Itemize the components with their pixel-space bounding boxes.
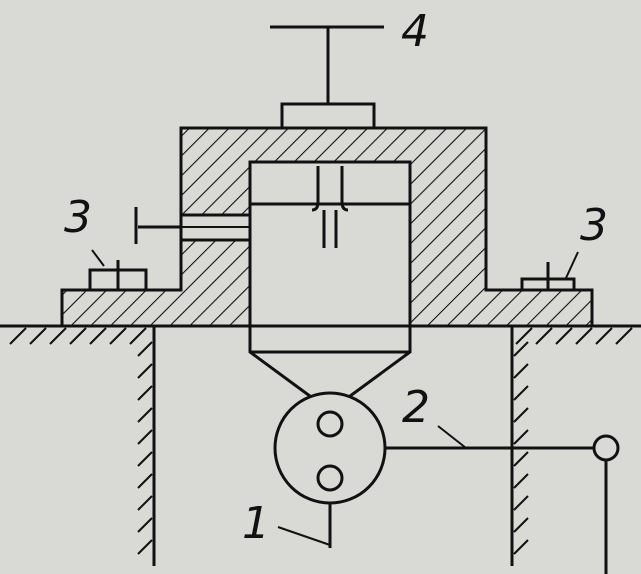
chamber-internal-nozzle bbox=[311, 166, 349, 248]
pipe bbox=[385, 425, 620, 574]
bolt-right bbox=[520, 251, 579, 292]
pit-wall-right bbox=[510, 326, 529, 566]
label-bolt-left: 3 bbox=[64, 192, 92, 243]
side-valve-stem bbox=[134, 207, 181, 244]
chamber bbox=[248, 160, 412, 328]
pit-wall-left bbox=[137, 326, 156, 566]
label-handle: 4 bbox=[401, 6, 429, 57]
bolt-left bbox=[88, 249, 148, 292]
round-housing bbox=[273, 391, 387, 548]
handle-stem bbox=[270, 25, 384, 104]
label-bolt-right: 3 bbox=[580, 200, 608, 251]
label-housing: 1 bbox=[242, 498, 270, 549]
ground bbox=[0, 324, 641, 345]
handle-base bbox=[280, 102, 376, 130]
cone bbox=[248, 326, 412, 404]
label-pipe: 2 bbox=[402, 382, 430, 433]
